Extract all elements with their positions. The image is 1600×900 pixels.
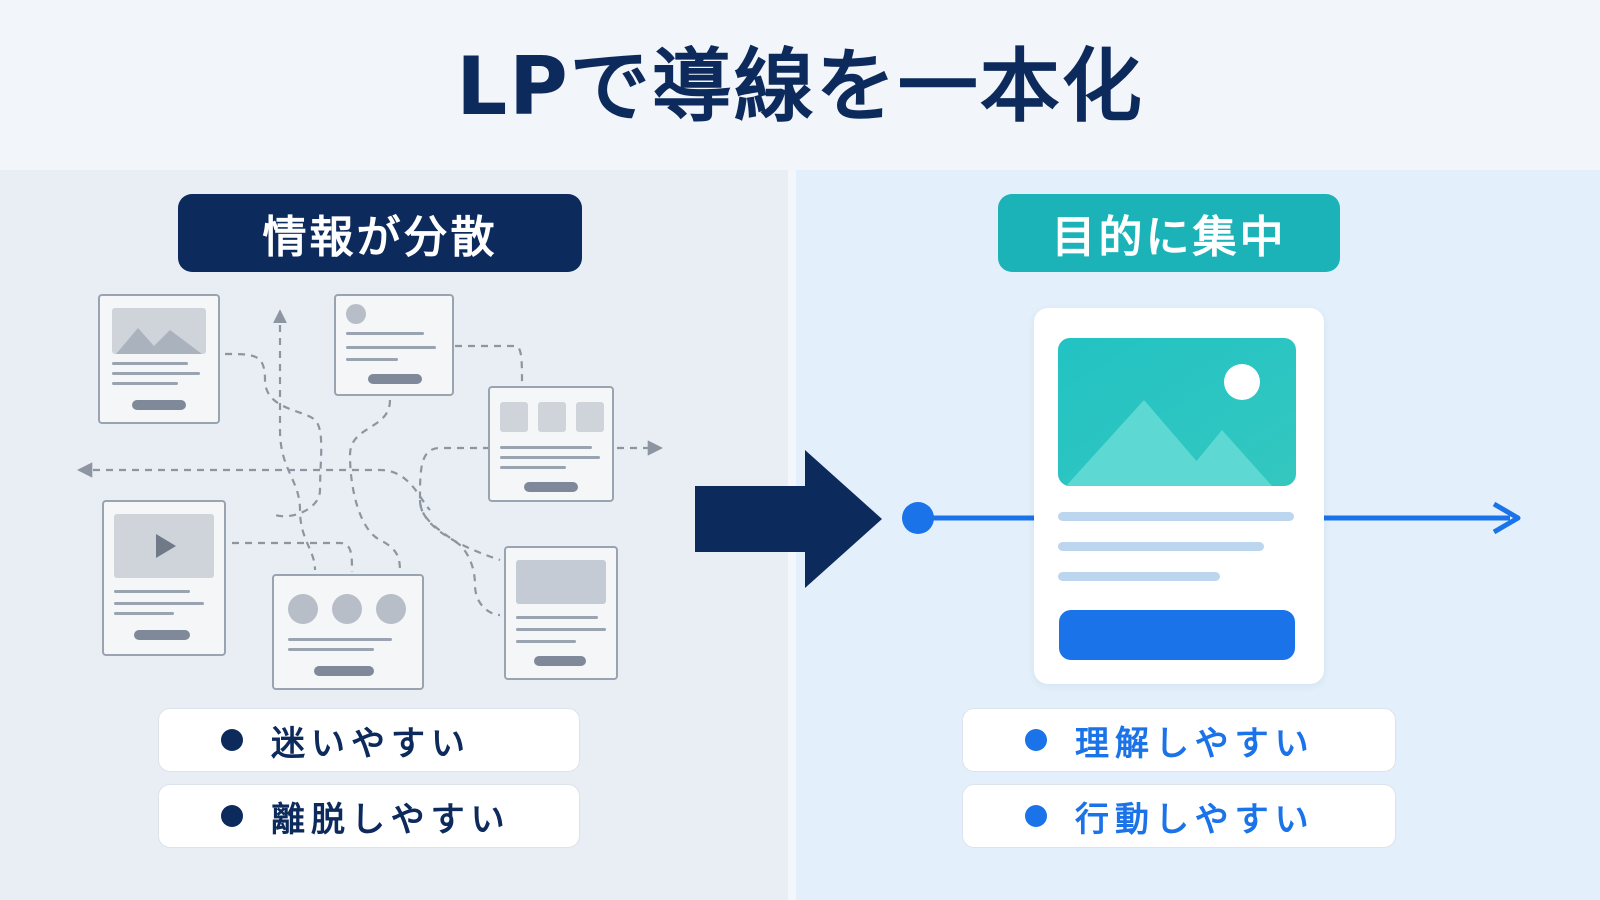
landing-page-card [1034,308,1324,684]
scattered-info-label: 情報が分散 [178,194,582,272]
point-easy-to-understand: 理解しやすい [962,708,1396,772]
wireframe-image-card [98,294,220,424]
avatar [346,304,366,324]
cta-button [1059,610,1295,660]
wireframe-video-card [102,500,226,656]
wireframe-profile-card [334,294,454,396]
point-label: 離脱しやすい [271,799,511,840]
point-label: 行動しやすい [1075,799,1315,840]
page-title: LPで導線を一本化 [456,40,1144,133]
bullet-icon [1025,729,1047,751]
flow-start-dot [902,502,934,534]
wireframe-icons-card [272,574,424,690]
wireframe-banner-card [504,546,618,680]
video-thumbnail [114,514,214,578]
header: LPで導線を一本化 [0,0,1600,170]
focused-goal-label: 目的に集中 [998,194,1340,272]
point-easy-to-act: 行動しやすい [962,784,1396,848]
image-placeholder-icon [1058,338,1296,486]
arrow-right-icon [695,450,882,588]
point-label: 迷いやすい [271,723,471,764]
point-leave-easily: 離脱しやすい [158,784,580,848]
bullet-icon [221,729,243,751]
bullet-icon [1025,805,1047,827]
point-label: 理解しやすい [1075,723,1315,764]
bullet-icon [221,805,243,827]
flow-arrowhead-icon [1492,501,1521,535]
scattered-paths [76,309,664,617]
image-placeholder-icon [112,308,206,354]
play-icon [156,534,176,558]
wireframe-grid-card [488,386,614,502]
point-lost-easily: 迷いやすい [158,708,580,772]
